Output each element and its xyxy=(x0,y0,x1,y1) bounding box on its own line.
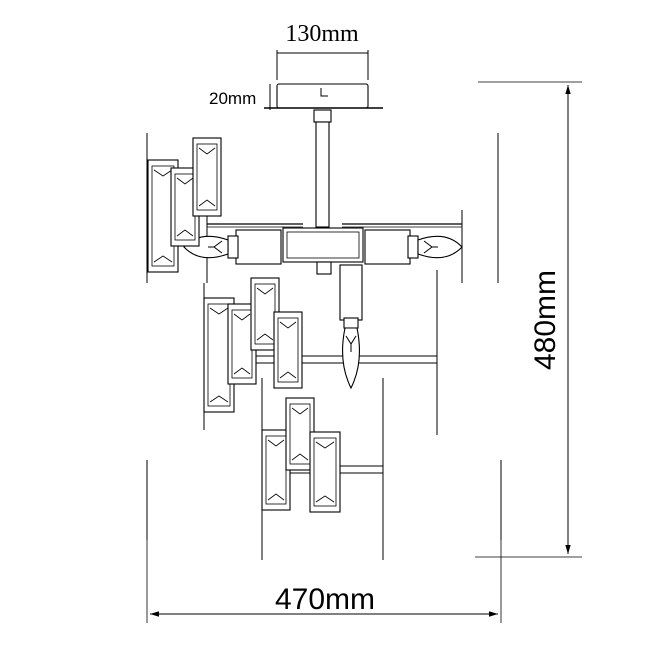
right-socket xyxy=(364,229,419,265)
crystal-panel xyxy=(192,137,222,217)
canopy-height-dimension: 20mm xyxy=(209,84,271,110)
overall-height-dimension: 480mm xyxy=(475,81,582,558)
canopy-height-label: 20mm xyxy=(209,89,256,108)
upper-frame xyxy=(207,223,462,275)
stem xyxy=(313,109,332,228)
overall-width-label: 470mm xyxy=(275,583,375,616)
left-socket xyxy=(227,229,282,265)
center-bulb-icon xyxy=(342,327,360,390)
overall-width-dimension: 470mm xyxy=(146,460,502,623)
crystal-panel xyxy=(309,431,341,513)
center-socket xyxy=(339,264,363,329)
crystal-panel xyxy=(273,311,303,389)
canopy-width-dimension: 130mm xyxy=(276,21,369,80)
canopy-width-label: 130mm xyxy=(285,21,359,47)
crystal-panel xyxy=(261,429,291,511)
right-bulb-icon xyxy=(417,235,463,259)
canopy xyxy=(264,83,383,109)
overall-height-label: 480mm xyxy=(529,270,562,370)
crystal-panel xyxy=(285,397,315,471)
